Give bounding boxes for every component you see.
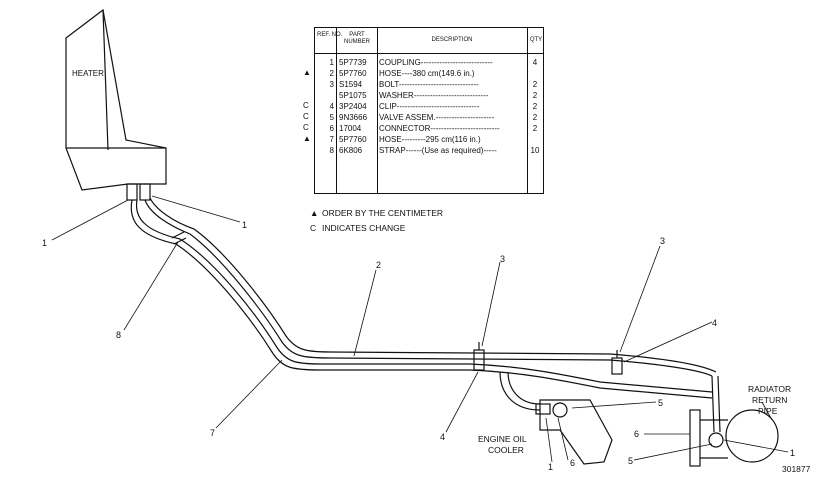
table-row-ref: 3 (329, 80, 334, 89)
radiator-pipe-end (725, 409, 779, 463)
table-row-qty: 2 (532, 113, 538, 122)
table-row-description: WASHER---------------------------- (379, 91, 489, 100)
parts-list-table: REF. NO. PART NUMBER DESCRIPTION QTY 1 5P… (314, 27, 544, 194)
table-row-ref: 2 (329, 69, 334, 78)
parts-table-header (315, 28, 543, 54)
table-row-change-mark: ▲ (303, 68, 311, 77)
heater-fitting-right (139, 183, 151, 201)
callout-1-radiator: 1 (790, 448, 795, 458)
strap-8 (171, 231, 187, 245)
table-row-ref: 6 (329, 124, 334, 133)
table-row-qty: 2 (532, 80, 538, 89)
table-row-change-mark: C (303, 123, 309, 132)
radiator-pipe-body (700, 419, 728, 459)
callout-4-clip-right: 4 (712, 318, 717, 328)
table-row-change-mark: C (303, 101, 309, 110)
table-row-ref: 5 (329, 113, 334, 122)
radiator-label-line2: RETURN (752, 395, 787, 405)
heater-outline (65, 8, 167, 191)
hose-7 (130, 199, 713, 399)
table-row-description: HOSE---------295 cm(116 in.) (379, 135, 481, 144)
radiator-label-line3: PIPE (758, 406, 778, 416)
table-row-part-number: 5P1075 (339, 91, 367, 100)
table-row-description: COUPLING--------------------------- (379, 58, 493, 67)
table-row-part-number: 6K806 (339, 146, 363, 155)
note-order-by-centimeter: ▲ORDER BY THE CENTIMETER (310, 208, 443, 218)
table-row-qty: 2 (532, 124, 538, 133)
triangle-marker-icon: ▲ (310, 208, 319, 218)
table-row-description: BOLT------------------------------ (379, 80, 479, 89)
table-row-qty: 2 (532, 102, 538, 111)
hose-branch-oil-cooler (499, 371, 541, 411)
callout-5-oil-cooler: 5 (658, 398, 663, 408)
table-row-description: VALVE ASSEM.---------------------- (379, 113, 495, 122)
table-row-ref: 8 (329, 146, 334, 155)
callout-6-oil-cooler: 6 (570, 458, 575, 468)
note-order-text: ORDER BY THE CENTIMETER (322, 208, 444, 218)
callout-1-oil-cooler: 1 (548, 462, 553, 472)
table-row-qty: 4 (532, 58, 538, 67)
engine-oil-cooler-label-line2: COOLER (488, 445, 524, 455)
header-description: DESCRIPTION (431, 37, 473, 43)
change-marker-icon: C (310, 223, 317, 233)
table-row-description: CLIP------------------------------- (379, 102, 480, 111)
callout-8-strap: 8 (116, 330, 121, 340)
hose-2 (144, 199, 713, 377)
table-row-part-number: 5P7760 (339, 69, 367, 78)
callout-2-hose: 2 (376, 260, 381, 270)
callout-1-heater-right: 1 (242, 220, 247, 230)
header-part-number: PART NUMBER (343, 32, 370, 45)
table-row-qty: 2 (532, 91, 538, 100)
callout-4-clip-left: 4 (440, 432, 445, 442)
header-ref-no: REF. NO. (317, 32, 343, 38)
heater-front-edge (102, 9, 109, 151)
table-row-part-number: 9N3666 (339, 113, 368, 122)
table-row-description: CONNECTOR-------------------------- (379, 124, 500, 133)
table-row-ref: 4 (329, 102, 334, 111)
table-row-ref: 7 (329, 135, 334, 144)
oil-cooler-connector (535, 403, 551, 415)
radiator-valve (708, 432, 724, 448)
table-row-qty: 10 (530, 146, 540, 155)
table-row-part-number: 5P7760 (339, 135, 367, 144)
table-row-description: HOSE----380 cm(149.6 in.) (379, 69, 475, 78)
header-qty: QTY (529, 37, 543, 43)
heater-label: HEATER (72, 69, 104, 78)
table-row-description: STRAP------(Use as required)----- (379, 146, 497, 155)
callout-1-heater-left: 1 (42, 238, 47, 248)
table-row-ref: 1 (329, 58, 334, 67)
hose-2-inner (149, 197, 717, 373)
hose-end-to-radiator (711, 375, 721, 433)
callout-3-bolt-left: 3 (500, 254, 505, 264)
oil-cooler-valve (552, 402, 568, 418)
callout-7-hose: 7 (210, 428, 215, 438)
callout-6-radiator: 6 (634, 429, 639, 439)
note-change-text: INDICATES CHANGE (322, 223, 406, 233)
table-row-change-mark: ▲ (303, 134, 311, 143)
note-indicates-change: C INDICATES CHANGE (310, 223, 405, 233)
radiator-flange (689, 409, 701, 467)
figure-number: 301877 (782, 464, 811, 474)
engine-oil-cooler-label-line1: ENGINE OIL (478, 434, 527, 444)
radiator-label-line1: RADIATOR (748, 384, 791, 394)
table-row-part-number: 5P7739 (339, 58, 367, 67)
callout-3-bolt-right: 3 (660, 236, 665, 246)
callout-5-radiator: 5 (628, 456, 633, 466)
table-row-change-mark: C (303, 112, 309, 121)
table-row-part-number: 17004 (339, 124, 362, 133)
table-row-part-number: S1594 (339, 80, 363, 89)
heater-fitting-left (126, 183, 138, 201)
table-row-part-number: 3P2404 (339, 102, 367, 111)
hose-7-inner (135, 199, 713, 393)
